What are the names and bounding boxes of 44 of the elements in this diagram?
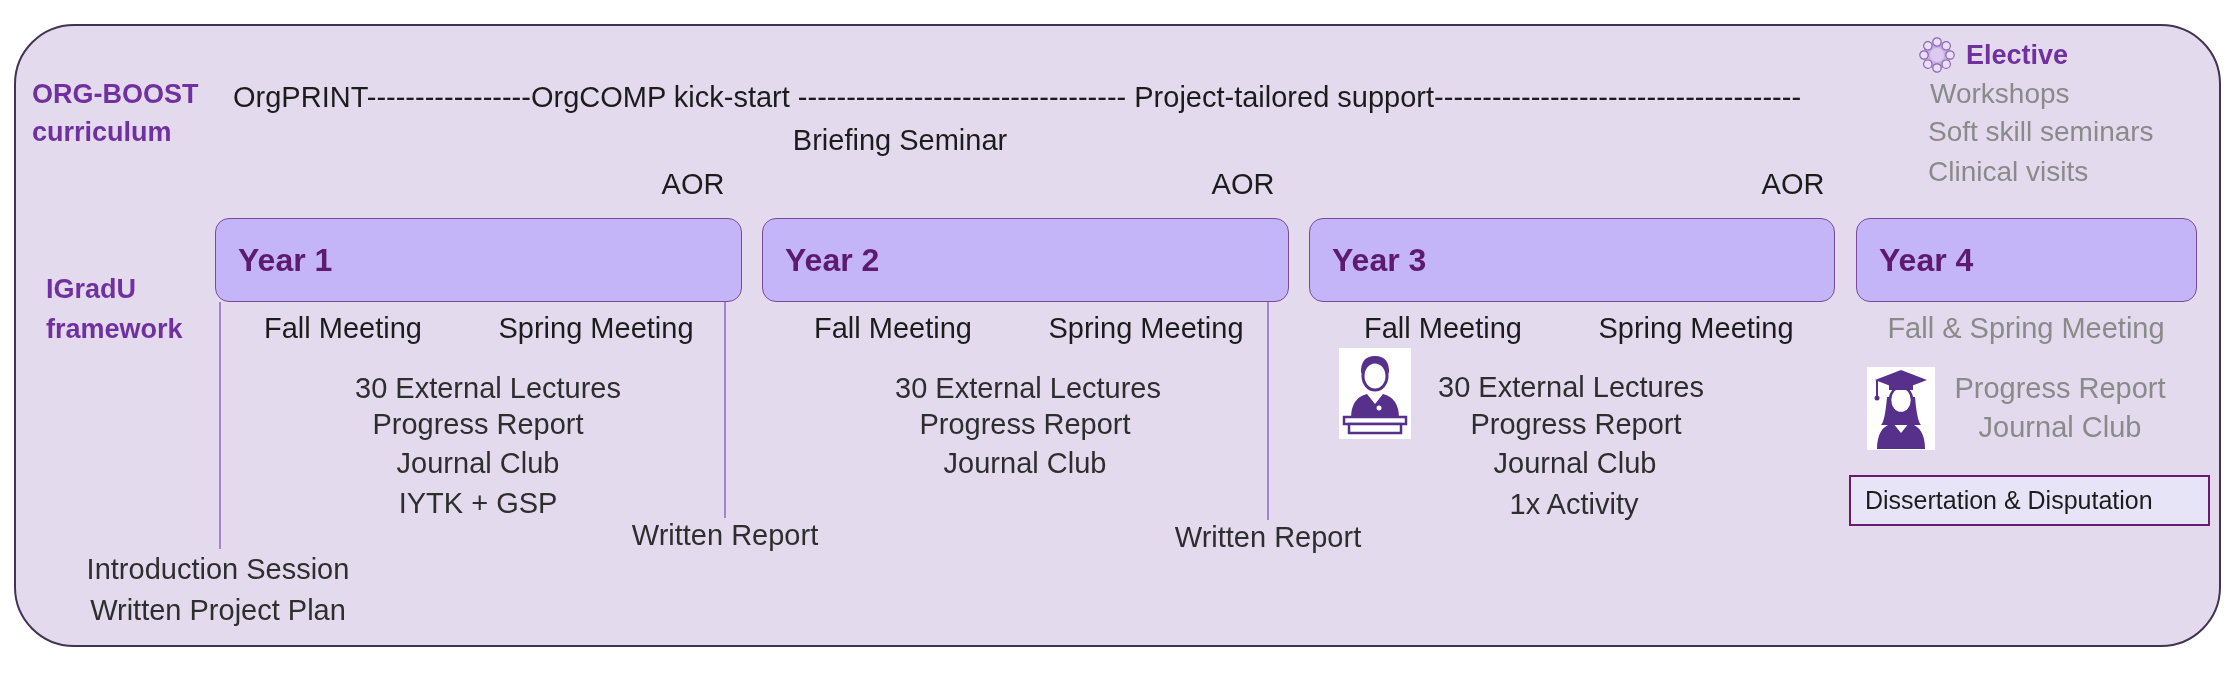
activity-item: 30 External Lectures: [1438, 370, 1704, 404]
meeting-label: Fall Meeting: [1364, 311, 1522, 345]
meeting-label: Spring Meeting: [1598, 311, 1794, 345]
elective-heading: Elective: [1966, 39, 2069, 72]
meeting-label: Spring Meeting: [498, 311, 694, 345]
review-label: AOR: [1211, 167, 1275, 201]
activity-item: Journal Club: [1978, 410, 2142, 444]
year-box: Year 3: [1309, 218, 1835, 302]
section-heading: IGradU framework: [46, 273, 184, 346]
activity-item: 30 External Lectures: [895, 371, 1161, 405]
report-text: Written Report: [1174, 520, 1362, 554]
activity-item: Progress Report: [1954, 371, 2166, 405]
activity-item: Progress Report: [1470, 407, 1682, 441]
meeting-label: Spring Meeting: [1048, 311, 1244, 345]
milestone-box: Dissertation & Disputation: [1849, 475, 2210, 526]
meeting-label: Fall Meeting: [264, 311, 422, 345]
timeline-text: OrgPRINT-----------------OrgCOMP kick-start ---------------------------------- Project-tailored support--------------------------------------: [233, 80, 1802, 114]
section-heading: ORG-BOOST curriculum: [32, 78, 200, 149]
activity-item: Journal Club: [943, 446, 1107, 480]
leader-line: [219, 301, 221, 550]
milestone-text: Introduction Session: [86, 552, 350, 587]
report-text: Written Report: [631, 518, 819, 552]
leader-line: [1267, 301, 1269, 521]
curriculum-panel: [14, 24, 2221, 647]
event-label: Briefing Seminar: [792, 123, 1008, 157]
activity-item: Journal Club: [1493, 446, 1657, 480]
meeting-label: Fall & Spring Meeting: [1887, 311, 2165, 345]
activity-item: Progress Report: [372, 407, 584, 441]
year-box: Year 4: [1856, 218, 2197, 302]
milestone-text: Written Project Plan: [89, 593, 347, 628]
review-label: AOR: [661, 167, 725, 201]
meeting-label: Fall Meeting: [814, 311, 972, 345]
leader-line: [724, 301, 726, 519]
activity-item: 1x Activity: [1509, 487, 1639, 521]
activity-item: Progress Report: [919, 407, 1131, 441]
activity-item: IYTK + GSP: [398, 486, 558, 520]
year-box: Year 2: [762, 218, 1289, 302]
elective-item: Soft skill seminars: [1928, 115, 2154, 149]
review-label: AOR: [1761, 167, 1825, 201]
activity-item: 30 External Lectures: [355, 371, 621, 405]
elective-item: Workshops: [1930, 77, 2070, 111]
elective-item: Clinical visits: [1928, 155, 2089, 189]
year-box: Year 1: [215, 218, 742, 302]
activity-item: Journal Club: [396, 446, 560, 480]
